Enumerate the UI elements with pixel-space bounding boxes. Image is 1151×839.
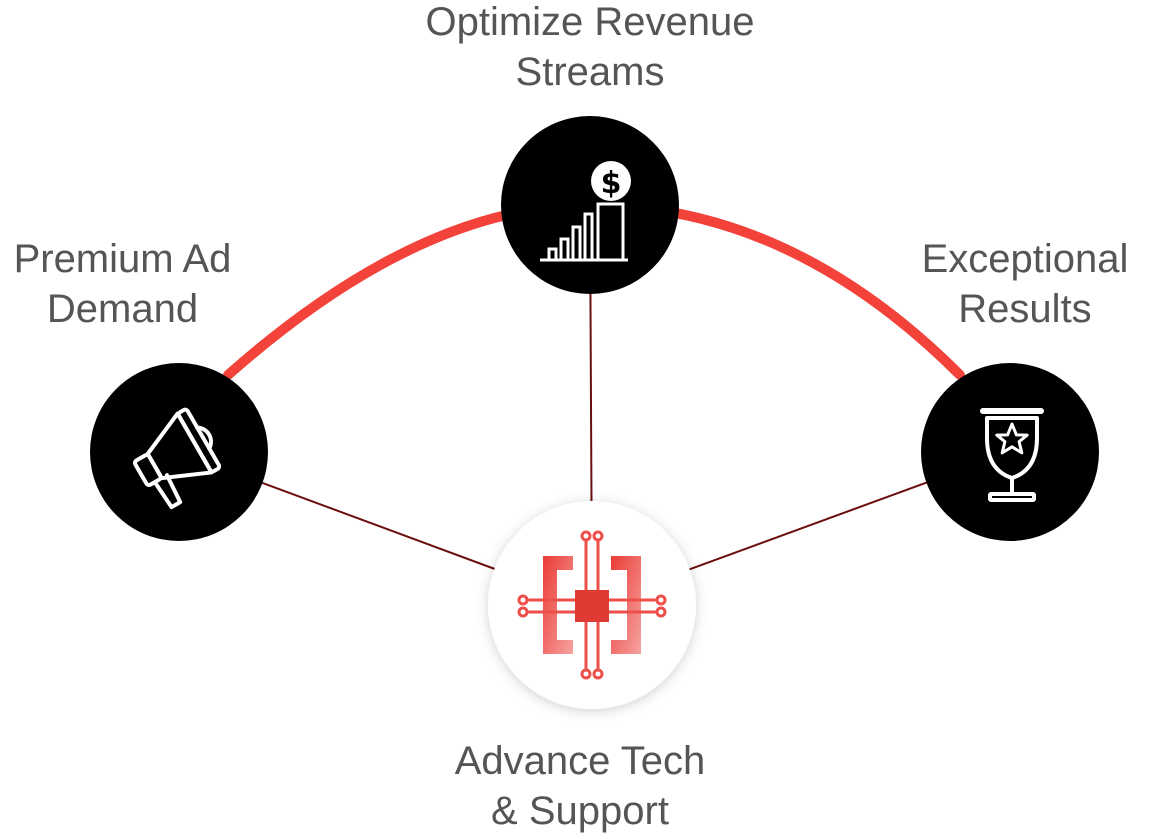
label-line: Exceptional <box>921 237 1129 281</box>
label-premium-ad-demand: Premium Ad Demand <box>0 234 245 334</box>
label-line: Demand <box>46 287 199 331</box>
label-optimize-revenue-streams: Optimize Revenue Streams <box>380 0 800 97</box>
label-exceptional-results: Exceptional Results <box>905 234 1145 334</box>
label-line: Advance Tech <box>454 739 706 783</box>
node-optimize-revenue-streams: $ <box>501 116 679 294</box>
label-line: Optimize Revenue <box>425 0 755 44</box>
svg-text:$: $ <box>601 166 622 201</box>
label-line: Results <box>958 287 1092 331</box>
node-advance-tech-support <box>488 501 696 709</box>
label-line: Streams <box>515 50 665 94</box>
circuit-chip-icon <box>517 530 667 680</box>
label-line: & Support <box>491 789 669 833</box>
label-line: Premium Ad <box>13 237 232 281</box>
node-premium-ad-demand <box>90 363 268 541</box>
megaphone-icon <box>132 407 222 510</box>
label-advance-tech-support: Advance Tech & Support <box>420 736 740 836</box>
trophy-icon <box>980 408 1044 502</box>
revenue-growth-icon: $ <box>540 161 631 262</box>
node-exceptional-results <box>921 363 1099 541</box>
